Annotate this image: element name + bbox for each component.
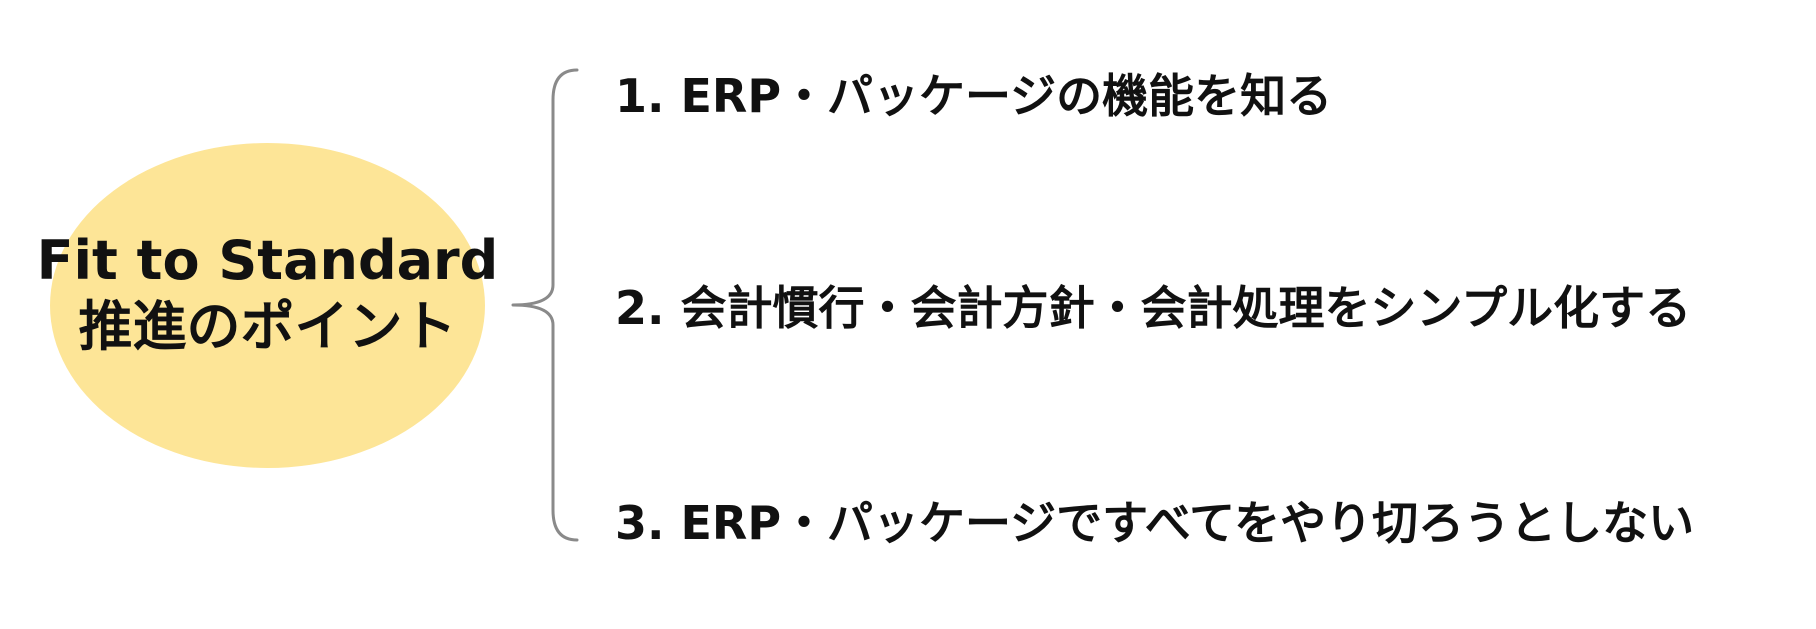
center-title-line1: Fit to Standard	[36, 229, 499, 292]
curly-brace	[511, 68, 579, 542]
center-label: Fit to Standard 推進のポイント	[20, 228, 515, 360]
curly-brace-path	[511, 68, 579, 542]
center-title-line2: 推進のポイント	[78, 295, 457, 358]
point-item-2: 2. 会計慣行・会計方針・会計処理をシンプル化する	[615, 281, 1692, 335]
center-ellipse	[50, 143, 485, 468]
point-item-3: 3. ERP・パッケージですべてをやり切ろうとしない	[615, 496, 1695, 550]
point-item-1: 1. ERP・パッケージの機能を知る	[615, 69, 1333, 123]
